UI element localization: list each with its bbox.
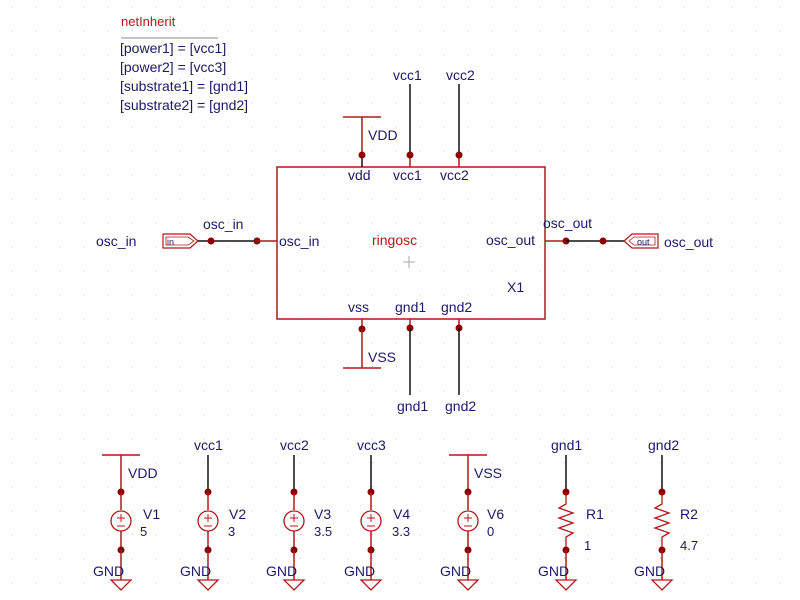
resistor-zigzag-icon	[653, 492, 671, 550]
pin-label-gnd2: gnd2	[441, 299, 472, 315]
pin-label-osc-in: osc_in	[279, 233, 319, 249]
ground-icon	[282, 579, 306, 591]
vss-supply-bottom[interactable]: VSS	[343, 319, 396, 369]
annotation-line-4: [substrate2] = [gnd2]	[120, 97, 248, 113]
ground-icon	[109, 579, 133, 591]
gnd-label-v2: GND	[180, 563, 211, 579]
net-label-vcc1-v2: vcc1	[194, 437, 223, 453]
net-label-vcc3-v4: vcc3	[357, 437, 386, 453]
osc-out-port[interactable]: osc_out out osc_out	[543, 215, 713, 250]
r1-value: 1	[584, 538, 591, 553]
v6-value: 0	[487, 524, 494, 539]
source-symbol-icon	[110, 510, 132, 532]
v4-value: 3.3	[392, 524, 410, 539]
annotation-line-1: [power1] = [vcc1]	[120, 40, 226, 56]
osc-in-label-left: osc_in	[96, 233, 136, 249]
net-label-gnd1-bottom: gnd1	[397, 398, 428, 414]
vdd-supply-top[interactable]: VDD	[343, 116, 398, 167]
pin-label-osc-out: osc_out	[486, 232, 535, 248]
cell-name-label: ringosc	[372, 232, 417, 248]
gnd-label-v1: GND	[93, 563, 124, 579]
resistor-r1[interactable]: gnd1 R1 1 GND	[538, 437, 604, 591]
osc-in-port[interactable]: osc_in in osc_in	[96, 216, 277, 249]
ground-icon	[650, 579, 674, 591]
pin-label-gnd1: gnd1	[395, 299, 426, 315]
output-port-label: out	[637, 237, 650, 247]
gnd-label-v4: GND	[344, 563, 375, 579]
v2-name: V2	[229, 506, 246, 522]
voltage-source-v1[interactable]: VDD V1 5 GND	[93, 454, 160, 591]
ground-icon	[359, 579, 383, 591]
vdd-label-top: VDD	[368, 127, 398, 143]
source-symbol-icon	[360, 510, 382, 532]
v4-name: V4	[393, 506, 410, 522]
net-gnd2-bottom[interactable]: gnd2	[445, 319, 476, 414]
annotation-title: netInherit	[121, 14, 176, 29]
net-label-osc-in: osc_in	[203, 216, 243, 232]
net-gnd1-bottom[interactable]: gnd1	[397, 319, 428, 414]
net-vcc1-top[interactable]: vcc1	[393, 67, 422, 167]
voltage-source-v6[interactable]: VSS V6 0 GND	[440, 454, 504, 591]
pin-label-vcc1: vcc1	[393, 167, 422, 183]
source-symbol-icon	[283, 510, 305, 532]
net-label-gnd1-r1: gnd1	[551, 437, 582, 453]
net-label-vcc2-v3: vcc2	[280, 437, 309, 453]
r2-name: R2	[680, 506, 698, 522]
ground-icon	[196, 579, 220, 591]
v3-value: 3.5	[314, 524, 332, 539]
v1-name: V1	[143, 506, 160, 522]
annotation-line-3: [substrate1] = [gnd1]	[120, 78, 248, 94]
net-label-osc-out: osc_out	[543, 215, 592, 231]
vss-label-v6: VSS	[474, 465, 502, 481]
net-label-gnd2-r2: gnd2	[648, 437, 679, 453]
net-vcc2-top[interactable]: vcc2	[446, 67, 475, 167]
vdd-label-v1: VDD	[128, 465, 158, 481]
gnd-label-r1: GND	[538, 563, 569, 579]
net-inherit-annotation: netInherit [power1] = [vcc1] [power2] = …	[120, 14, 248, 113]
net-label-gnd2-bottom: gnd2	[445, 398, 476, 414]
resistor-zigzag-icon	[557, 492, 575, 550]
voltage-source-v2[interactable]: vcc1 V2 3 GND	[180, 437, 246, 591]
origin-crosshair-icon	[403, 256, 415, 268]
pin-label-vcc2: vcc2	[440, 167, 469, 183]
ground-icon	[554, 579, 578, 591]
voltage-source-v3[interactable]: vcc2 V3 3.5 GND	[266, 437, 332, 591]
v3-name: V3	[314, 506, 331, 522]
v6-name: V6	[487, 506, 504, 522]
annotation-line-2: [power2] = [vcc3]	[120, 59, 226, 75]
osc-out-label-right: osc_out	[664, 234, 713, 250]
r2-value: 4.7	[680, 538, 698, 553]
ringosc-block[interactable]: ringosc X1 vdd vcc1 vcc2 osc_in osc_out …	[276, 166, 546, 320]
voltage-source-v4[interactable]: vcc3 V4 3.3 GND	[344, 437, 410, 591]
source-symbol-icon	[197, 510, 219, 532]
gnd-label-v3: GND	[266, 563, 297, 579]
r1-name: R1	[586, 506, 604, 522]
pin-label-vdd: vdd	[348, 167, 371, 183]
input-port-icon[interactable]: in	[162, 233, 199, 249]
net-label-vcc1-top: vcc1	[393, 67, 422, 83]
net-label-vcc2-top: vcc2	[446, 67, 475, 83]
resistor-r2[interactable]: gnd2 R2 4.7 GND	[634, 437, 698, 591]
vss-label-bottom: VSS	[368, 349, 396, 365]
v1-value: 5	[140, 524, 147, 539]
v2-value: 3	[228, 524, 235, 539]
input-port-label: in	[167, 237, 174, 247]
source-symbol-icon	[457, 510, 479, 532]
ringosc-outline[interactable]	[276, 166, 546, 320]
ground-icon	[456, 579, 480, 591]
pin-label-vss: vss	[348, 299, 369, 315]
gnd-label-r2: GND	[634, 563, 665, 579]
instance-label: X1	[507, 279, 524, 295]
output-port-icon[interactable]: out	[623, 233, 659, 249]
gnd-label-v6: GND	[440, 563, 471, 579]
